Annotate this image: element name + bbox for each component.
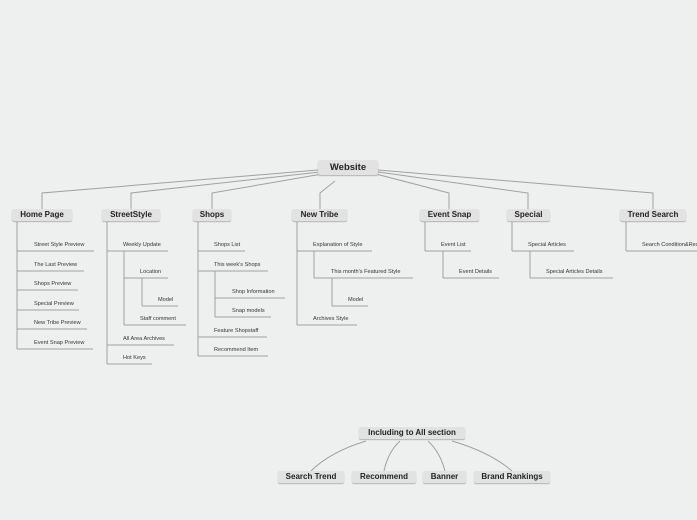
leaf-explanation-of-style[interactable]: Explanation of Style — [313, 242, 363, 248]
branch-streetstyle[interactable]: StreetStyle — [102, 209, 160, 221]
leaf-snap-models[interactable]: Snap models — [232, 308, 265, 314]
all-section-brand-rankings[interactable]: Brand Rankings — [474, 471, 550, 483]
leaf-shop-information[interactable]: Shop Information — [232, 289, 275, 295]
leaf-event-list[interactable]: Event List — [441, 242, 466, 248]
branch-new-tribe[interactable]: New Tribe — [292, 209, 347, 221]
leaf-special-articles-details[interactable]: Special Articles Details — [546, 269, 603, 275]
all-section-search-trend[interactable]: Search Trend — [278, 471, 344, 483]
leaf-special-articles[interactable]: Special Articles — [528, 242, 566, 248]
branch-special[interactable]: Special — [507, 209, 550, 221]
leaf-event-snap-preview[interactable]: Event Snap Preview — [34, 340, 85, 346]
leaf-event-details[interactable]: Event Details — [459, 269, 492, 275]
leaf-staff-comment[interactable]: Staff comment — [140, 316, 176, 322]
leaf-model-newtribe[interactable]: Model — [348, 297, 364, 303]
leaf-this-weeks-shops[interactable]: This week's Shops — [214, 262, 261, 268]
leaf-weekly-update[interactable]: Weekly Update — [123, 242, 161, 248]
leaf-shops-preview[interactable]: Shops Preview — [34, 281, 72, 287]
leaf-hot-keys[interactable]: Hot Keys — [123, 355, 146, 361]
all-section-banner[interactable]: Banner — [423, 471, 466, 483]
leaf-the-last-preview[interactable]: The Last Preview — [34, 262, 78, 268]
root-node-website[interactable]: Website — [318, 160, 378, 175]
leaf-special-preview[interactable]: Special Preview — [34, 301, 74, 307]
leaf-search-condition-result[interactable]: Search Condition&Result — [642, 242, 697, 248]
leaf-featured-style[interactable]: This month's Featured Style — [331, 269, 401, 275]
all-section-node[interactable]: Including to All section — [359, 427, 465, 439]
branch-shops[interactable]: Shops — [193, 209, 231, 221]
branch-home-page[interactable]: Home Page — [12, 209, 72, 221]
branch-event-snap[interactable]: Event Snap — [420, 209, 479, 221]
leaf-shops-list[interactable]: Shops List — [214, 242, 241, 248]
leaf-street-style-preview[interactable]: Street Style Preview — [34, 242, 85, 248]
all-section-recommend[interactable]: Recommend — [352, 471, 416, 483]
leaf-feature-shopstaff[interactable]: Feature Shopstaff — [214, 328, 259, 334]
branch-trend-search[interactable]: Trend Search — [620, 209, 686, 221]
leaf-location[interactable]: Location — [140, 269, 162, 275]
leaf-model[interactable]: Model — [158, 297, 174, 303]
leaf-all-area-archives[interactable]: All Area Archives — [123, 336, 165, 342]
leaf-new-tribe-preview[interactable]: New Tribe Preview — [34, 320, 81, 326]
leaf-archives-style[interactable]: Archives Style — [313, 316, 349, 322]
leaf-recommend-item[interactable]: Recommend Item — [214, 347, 259, 353]
